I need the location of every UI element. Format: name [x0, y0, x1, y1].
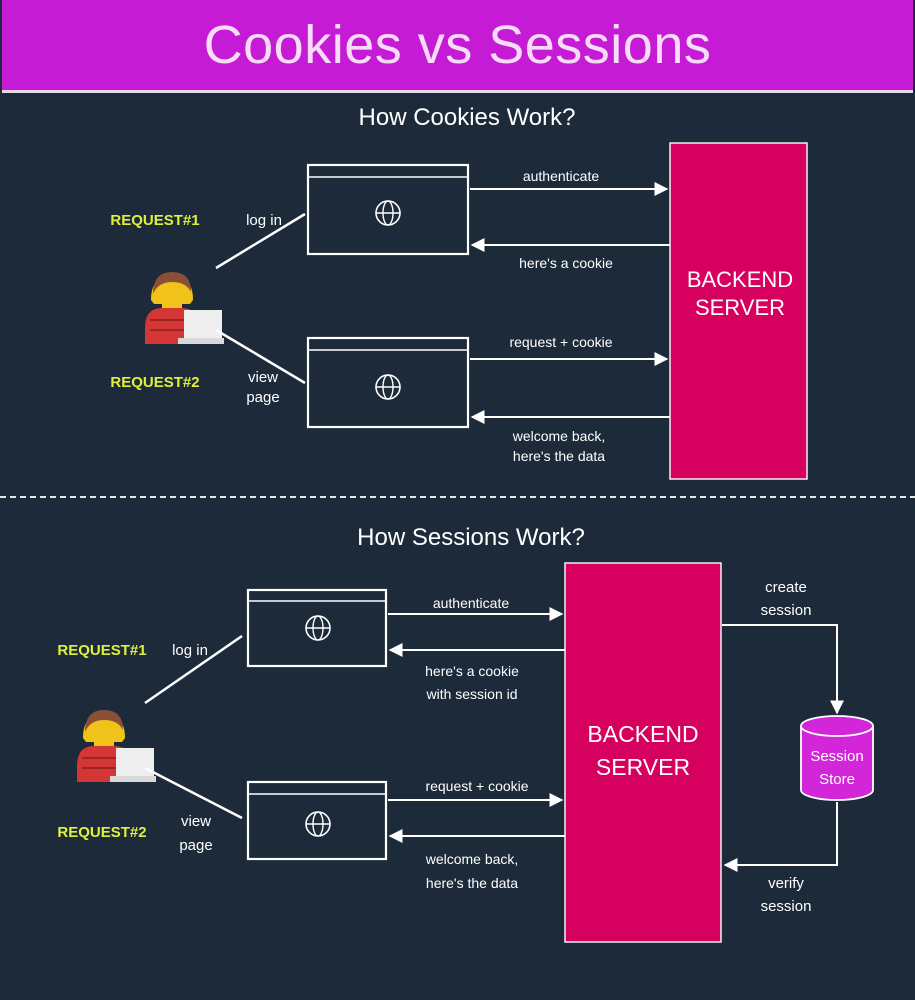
- verify-session-label-2: session: [761, 898, 812, 915]
- page-title: Cookies vs Sessions: [203, 15, 712, 75]
- cookies-heading: How Cookies Work?: [359, 104, 576, 131]
- verify-session-arrow: [723, 802, 838, 872]
- sessions-heres-cookie-label-1: here's a cookie: [425, 663, 519, 679]
- sessions-view-label-2: page: [179, 837, 212, 854]
- cookies-authenticate-label: authenticate: [523, 168, 599, 184]
- cookies-request-cookie-label: request + cookie: [509, 334, 612, 350]
- cookies-view-line: [215, 328, 306, 385]
- cookies-request2-label: REQUEST#2: [110, 374, 199, 391]
- session-store-database-icon: [800, 715, 874, 801]
- cookies-login-line: [215, 212, 306, 270]
- create-session-label-2: session: [761, 602, 812, 619]
- cookies-view-label-1: view: [248, 369, 278, 386]
- sessions-user-icon: [76, 709, 157, 783]
- sessions-browser-window-2: [246, 780, 388, 861]
- session-store-label-2: Store: [819, 771, 855, 788]
- cookies-view-label-2: page: [246, 389, 279, 406]
- sessions-browser-window-1: [246, 588, 388, 668]
- sessions-login-line: [144, 634, 243, 705]
- sessions-server-label-2: SERVER: [596, 754, 690, 780]
- sessions-view-line: [144, 766, 243, 820]
- cookies-server-label-1: BACKEND: [687, 267, 793, 292]
- sessions-welcome-label-2: here's the data: [426, 875, 518, 891]
- cookies-request1-label: REQUEST#1: [110, 212, 199, 229]
- sessions-login-label: log in: [172, 642, 208, 659]
- sessions-authenticate-label: authenticate: [433, 595, 509, 611]
- globe-icon: [375, 200, 401, 226]
- sessions-view-label-1: view: [181, 813, 211, 830]
- cookies-login-label: log in: [246, 212, 282, 229]
- cookies-welcome-label-2: here's the data: [513, 448, 605, 464]
- sessions-heading: How Sessions Work?: [357, 524, 585, 551]
- globe-icon: [305, 811, 331, 837]
- sessions-backend-server: [564, 562, 722, 943]
- globe-icon: [375, 374, 401, 400]
- sessions-request1-label: REQUEST#1: [57, 642, 146, 659]
- cookies-backend-server: [669, 142, 808, 480]
- globe-icon: [305, 615, 331, 641]
- sessions-request-cookie-label: request + cookie: [425, 778, 528, 794]
- cookies-browser-window-1: [306, 163, 470, 256]
- sessions-request2-label: REQUEST#2: [57, 824, 146, 841]
- sessions-server-label-1: BACKEND: [587, 721, 698, 747]
- cookies-user-icon: [144, 271, 225, 345]
- cookies-server-label-2: SERVER: [695, 295, 785, 320]
- cookies-welcome-label-1: welcome back,: [512, 428, 606, 444]
- create-session-arrow: [722, 624, 844, 715]
- create-session-label-1: create: [765, 579, 807, 596]
- cookies-heres-cookie-label: here's a cookie: [519, 255, 613, 271]
- sessions-welcome-label-1: welcome back,: [425, 851, 519, 867]
- title-banner: Cookies vs Sessions: [2, 0, 913, 93]
- sessions-heres-cookie-label-2: with session id: [425, 686, 517, 702]
- cookies-browser-window-2: [306, 336, 470, 429]
- verify-session-label-1: verify: [768, 875, 804, 892]
- session-store-label-1: Session: [810, 748, 863, 765]
